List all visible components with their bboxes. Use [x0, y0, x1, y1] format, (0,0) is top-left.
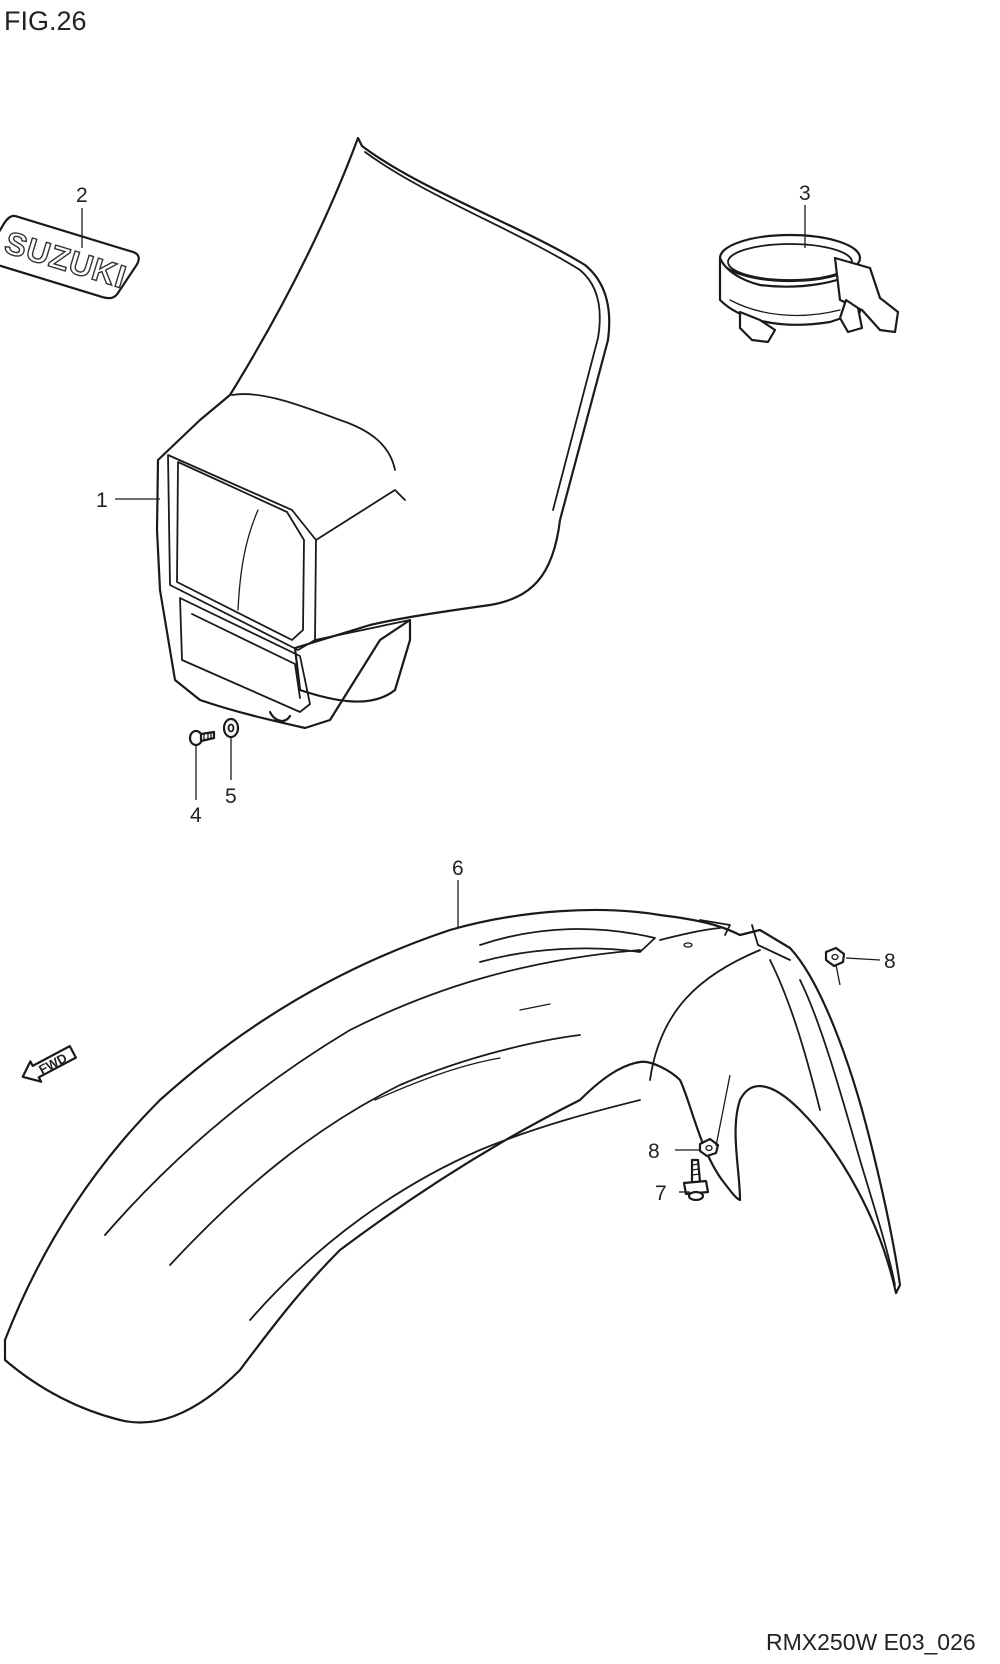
- callout-8-lower: 8: [648, 1140, 660, 1163]
- figure-code: RMX250W E03_026: [766, 1629, 976, 1655]
- callout-5: 5: [225, 785, 237, 808]
- callout-6: 6: [452, 857, 464, 880]
- leader-8-upper-b: [835, 964, 841, 986]
- callout-1: 1: [96, 489, 108, 512]
- headlight-clamp: [718, 233, 900, 344]
- fwd-text: FWD: [36, 1050, 69, 1077]
- leader-8-lower-b: [715, 1074, 731, 1147]
- leader-8-upper: [845, 957, 881, 961]
- screw: [188, 729, 216, 747]
- fender-bolt: [682, 1158, 710, 1202]
- headlight-cover: [155, 136, 611, 730]
- figure-title: FIG.26: [4, 6, 87, 36]
- front-fender: [3, 908, 902, 1424]
- callout-3: 3: [799, 182, 811, 205]
- callout-8-upper: 8: [884, 950, 896, 973]
- fwd-arrow-icon: FWD: [21, 1045, 77, 1083]
- suzuki-emblem: SUZUKI: [0, 214, 140, 300]
- fender-nut-lower: [698, 1137, 720, 1158]
- callout-2: 2: [76, 184, 88, 207]
- callout-4: 4: [190, 804, 202, 827]
- fender-nut-upper: [824, 946, 846, 968]
- callout-7: 7: [655, 1182, 667, 1205]
- washer: [222, 717, 240, 739]
